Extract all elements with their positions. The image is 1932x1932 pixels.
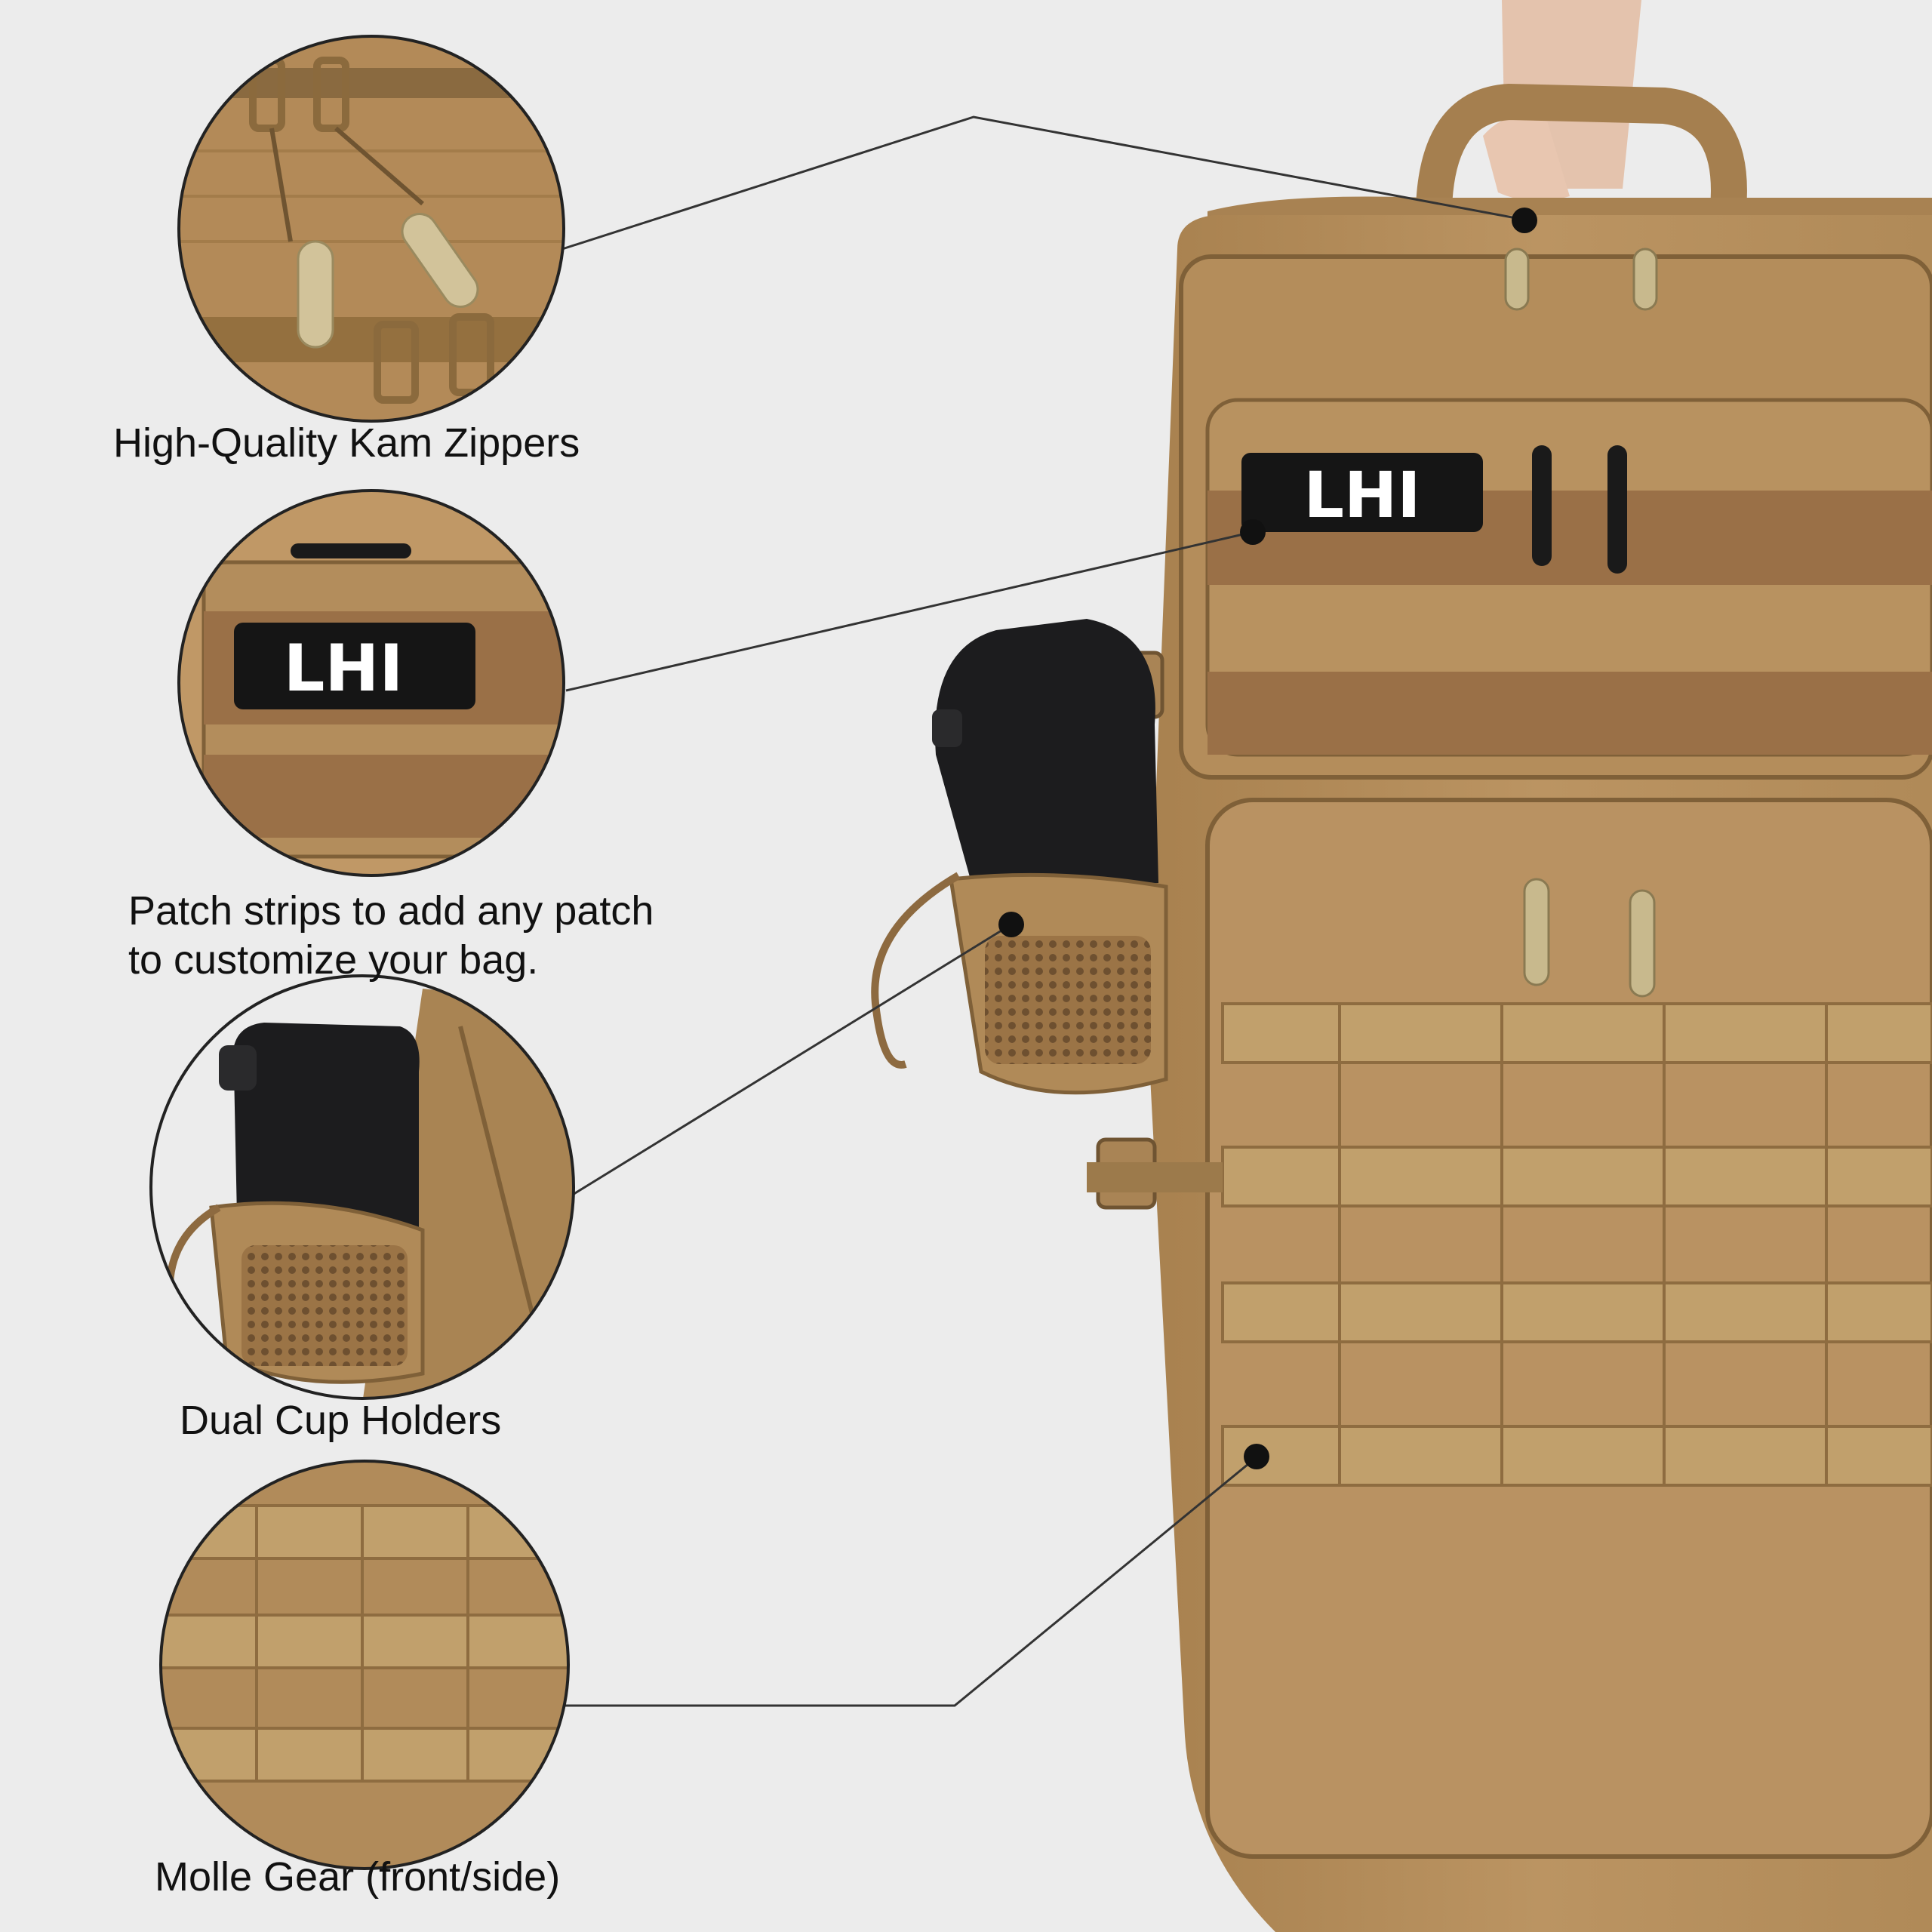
backpack: LHI [871, 83, 1932, 1932]
molle-detail-icon [161, 1461, 568, 1869]
zipper-detail-icon [179, 36, 564, 421]
feature-caption-molle: Molle Gear (front/side) [155, 1854, 561, 1900]
detail-patch-brand: LHI [284, 631, 404, 706]
feature-caption-patch: Patch strips to add any patch to customi… [128, 888, 654, 983]
leader-lines [539, 115, 1529, 1707]
callout-dots [998, 208, 1537, 1469]
bag-patch-brand: LHI [1303, 458, 1420, 532]
cup-holder-detail-icon [151, 976, 574, 1398]
feature-caption-zippers: High-Quality Kam Zippers [113, 420, 580, 466]
feature-caption-cup-holders: Dual Cup Holders [180, 1398, 502, 1443]
patch-detail-icon: LHI [179, 491, 564, 875]
